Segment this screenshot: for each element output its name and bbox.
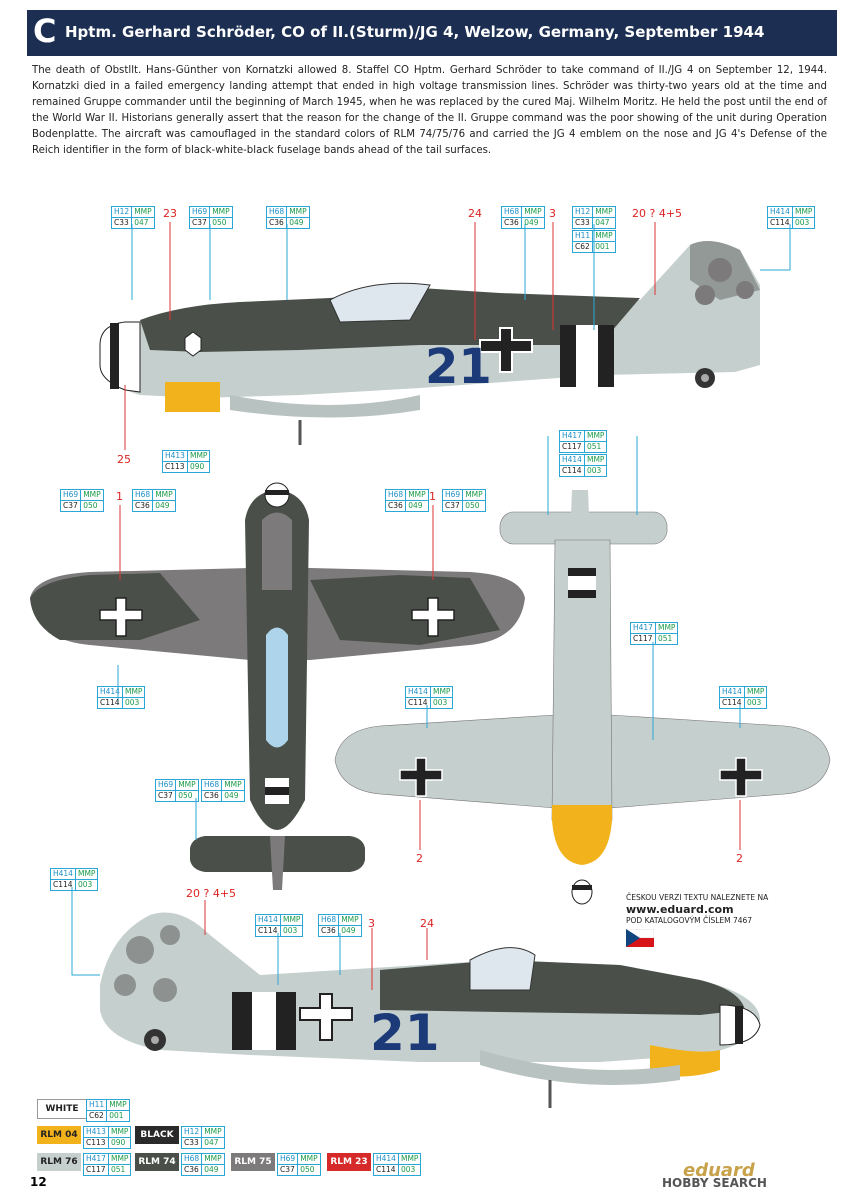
page-number: 12 bbox=[30, 1175, 47, 1189]
czech-url[interactable]: www.eduard.com bbox=[626, 903, 734, 916]
legend-swatch-rlm76: RLM 76 bbox=[37, 1153, 81, 1171]
fuselage-code-21: 21 bbox=[425, 339, 492, 395]
czech-flag-icon bbox=[625, 928, 655, 947]
number-leaders bbox=[119, 222, 741, 990]
czech-version-note: ČESKOU VERZI TEXTU NALEZNETE NA www.edua… bbox=[625, 893, 836, 950]
profile-description: The death of Obstllt. Hans-Günther von K… bbox=[32, 65, 827, 156]
legend-swatch-rlm74: RLM 74 bbox=[135, 1153, 179, 1171]
stencil-number: 24 bbox=[468, 207, 482, 220]
side-profile-right: 21 bbox=[100, 912, 761, 1108]
profile-title: Hptm. Gerhard Schröder, CO of II.(Sturm)… bbox=[65, 23, 765, 41]
top-view bbox=[30, 482, 525, 890]
profile-letter: C bbox=[33, 12, 57, 50]
stencil-number: 25 bbox=[117, 453, 131, 466]
profile-header: C Hptm. Gerhard Schröder, CO of II.(Stur… bbox=[27, 10, 837, 56]
stencil-number: 2 bbox=[416, 852, 423, 865]
legend-swatch-rlm23: RLM 23 bbox=[327, 1153, 371, 1171]
fuselage-code-21-right: 21 bbox=[370, 1004, 440, 1062]
legend-swatch-white: WHITE bbox=[37, 1099, 87, 1119]
eduard-logo: eduard bbox=[683, 1160, 755, 1181]
stencil-number: 1 bbox=[429, 490, 436, 503]
hobby-search-watermark: HOBBY SEARCH bbox=[662, 1176, 767, 1190]
watermark-site-text: HOBBY SEARCH bbox=[662, 1176, 767, 1190]
stencil-number: 1 bbox=[116, 490, 123, 503]
stencil-number: 3 bbox=[368, 917, 375, 930]
stencil-number: 20 ? 4+5 bbox=[186, 887, 237, 900]
side-profile-left: 21 bbox=[99, 241, 760, 445]
stencil-number: 2 bbox=[736, 852, 743, 865]
czech-line-1: ČESKOU VERZI TEXTU NALEZNETE NA bbox=[626, 893, 769, 902]
stencil-number: 24 bbox=[420, 917, 434, 930]
legend-swatch-rlm04: RLM 04 bbox=[37, 1126, 81, 1144]
legend-swatch-black: BLACK bbox=[135, 1126, 179, 1144]
stencil-number: 23 bbox=[163, 207, 177, 220]
legend-swatch-rlm75: RLM 75 bbox=[231, 1153, 275, 1171]
underside-view bbox=[334, 490, 831, 905]
stencil-number: 20 ? 4+5 bbox=[632, 207, 683, 220]
czech-line-2: POD KATALOGOVÝM ČÍSLEM 7467 bbox=[626, 916, 753, 925]
stencil-number: 3 bbox=[549, 207, 556, 220]
